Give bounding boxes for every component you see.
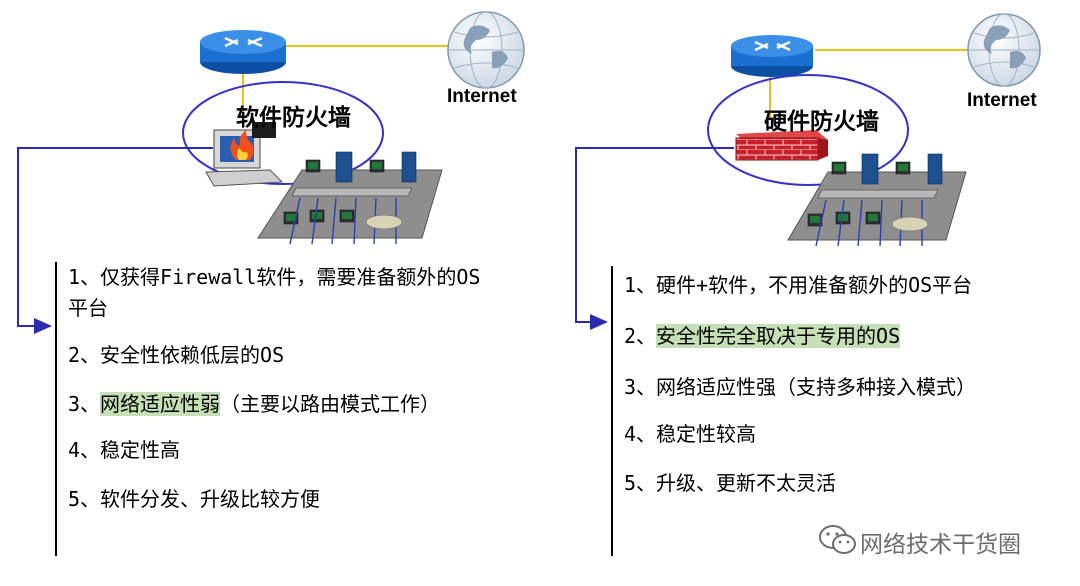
wechat-icon (819, 525, 856, 554)
left-feature-list: 1、仅获得Firewall软件，需要准备额外的OS平台 2、安全性依赖低层的OS 3… (68, 262, 488, 515)
item-text: 稳定性高 (100, 438, 181, 462)
item-highlight-text: 安全性完全取决于专用的OS (656, 324, 901, 348)
list-item: 2、安全性依赖低层的OS (68, 340, 488, 371)
list-item: 1、硬件+软件，不用准备额外的OS平台 (624, 270, 1044, 301)
item-number: 1、 (68, 265, 101, 289)
right-topology (575, 13, 1041, 556)
item-number: 3、 (68, 392, 101, 416)
item-text: 网络适应性强（支持多种接入模式） (656, 375, 977, 399)
left-firewall-label: 软件防火墙 (236, 105, 351, 131)
hardware-firewall-icon (735, 130, 828, 161)
item-number: 5、 (68, 487, 101, 511)
list-item: 5、软件分发、升级比较方便 (68, 484, 488, 515)
item-number: 4、 (624, 422, 657, 446)
item-text-tail: （主要以路由模式工作） (220, 392, 441, 416)
network-switch-icon (787, 153, 967, 247)
list-item: 3、网络适应性强（支持多种接入模式） (624, 372, 1044, 403)
item-number: 1、 (624, 273, 657, 297)
list-item: 3、网络适应性弱（主要以路由模式工作） (68, 389, 488, 420)
item-text: 稳定性较高 (656, 422, 757, 446)
item-number: 4、 (68, 438, 101, 462)
right-feature-list: 1、硬件+软件，不用准备额外的OS平台 2、安全性完全取决于专用的OS 3、网络适应… (624, 270, 1044, 499)
item-text: 硬件+软件，不用准备额外的OS平台 (656, 273, 973, 297)
right-flow-arrow (575, 147, 734, 330)
left-flow-arrow (17, 147, 213, 334)
item-number: 5、 (624, 471, 657, 495)
network-switch-icon (257, 151, 443, 245)
globe-icon (967, 13, 1041, 87)
item-number: 2、 (68, 343, 101, 367)
watermark-text: 网络技术干货圈 (860, 532, 1021, 558)
list-item: 4、稳定性高 (68, 435, 488, 466)
item-text: 软件分发、升级比较方便 (100, 487, 321, 511)
item-text: 仅获得Firewall软件，需要准备额外的OS平台 (68, 265, 481, 320)
item-text: 安全性依赖低层的OS (100, 343, 285, 367)
left-firewall-zone (182, 81, 384, 185)
left-internet-label: Internet (447, 86, 517, 107)
list-item: 4、稳定性较高 (624, 419, 1044, 450)
router-icon (200, 30, 286, 74)
globe-icon (447, 11, 525, 89)
left-topology (17, 11, 525, 556)
item-number: 3、 (624, 375, 657, 399)
right-internet-label: Internet (967, 90, 1037, 111)
right-firewall-label: 硬件防火墙 (764, 109, 879, 135)
router-icon (731, 35, 813, 77)
list-item: 5、升级、更新不太灵活 (624, 468, 1044, 499)
list-item: 2、安全性完全取决于专用的OS (624, 321, 1044, 352)
right-firewall-zone (707, 74, 909, 186)
item-number: 2、 (624, 324, 657, 348)
item-text: 升级、更新不太灵活 (656, 471, 837, 495)
list-item: 1、仅获得Firewall软件，需要准备额外的OS平台 (68, 262, 488, 324)
software-firewall-icon (205, 122, 284, 187)
item-highlight-text: 网络适应性弱 (100, 392, 221, 416)
